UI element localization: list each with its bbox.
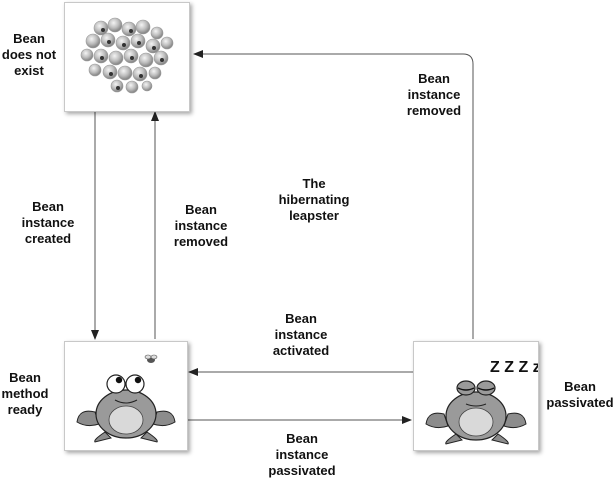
state-label-method-ready: Bean method ready [1,370,49,417]
state-box-method-ready [64,341,188,451]
state-label-not-exist: Bean does not exist [1,31,57,78]
cells-cluster-image [80,17,174,94]
frog-sleeping-image: Z Z Z z [425,359,541,445]
state-box-not-exist [64,2,190,112]
transition-label-activated: Bean instance activated [272,311,330,358]
state-label-passivated: Bean passivated [546,379,614,410]
arrow-instance-removed-right [193,50,474,339]
transition-label-created: Bean instance created [21,199,75,246]
transition-label-removed-left: Bean instance removed [173,202,229,249]
fly-icon [144,354,158,363]
frog-awake-image [76,354,176,443]
state-box-passivated: Z Z Z z [413,341,541,451]
transition-label-passivated: Bean instance passivated [268,431,336,478]
sleep-z-text: Z Z Z z [490,359,538,376]
transition-label-removed-right: Bean instance removed [406,71,462,118]
caption-hibernating-leapster: The hibernating leapster [278,176,350,223]
